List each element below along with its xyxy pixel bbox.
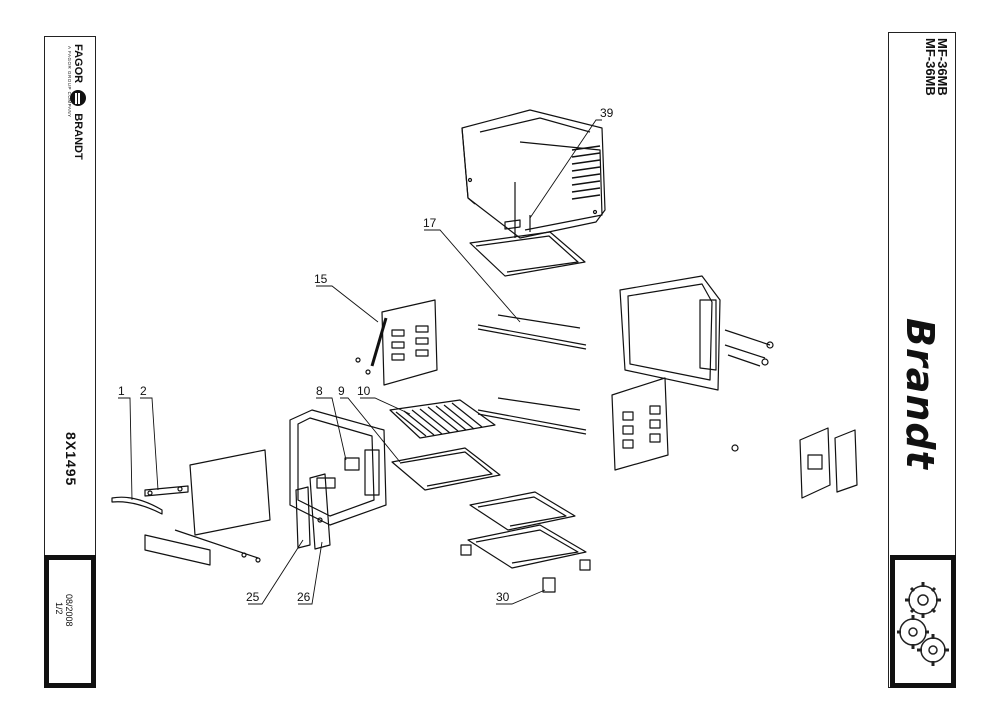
part-label-15: 15 <box>314 272 328 286</box>
door-bar-part <box>144 534 211 566</box>
side-panel-part <box>355 299 438 386</box>
gear-logo-box <box>890 555 956 688</box>
part-label-30: 30 <box>496 590 510 604</box>
top-cover-part <box>461 109 606 239</box>
top-plate-part <box>469 231 586 277</box>
wire-rack-part <box>389 399 496 439</box>
top-bracket-part <box>504 219 521 230</box>
foot-part <box>542 577 556 593</box>
part-label-25: 25 <box>246 590 260 604</box>
front-frame-part <box>289 409 387 526</box>
part-label-10: 10 <box>357 384 371 398</box>
small-panel-part <box>295 486 311 549</box>
part-label-39: 39 <box>600 106 614 120</box>
crumb-tray-part <box>469 491 576 531</box>
door-glass-part <box>189 449 271 536</box>
part-label-2: 2 <box>140 384 147 398</box>
handle-part <box>111 485 189 515</box>
part-label-1: 1 <box>118 384 125 398</box>
part-label-9: 9 <box>338 384 345 398</box>
part-label-17: 17 <box>423 216 437 230</box>
baking-tray-part <box>391 447 501 491</box>
rear-frame-part <box>619 275 774 391</box>
rear-side-panel-part <box>611 377 739 471</box>
heating-element-part <box>477 314 587 435</box>
part-label-8: 8 <box>316 384 323 398</box>
timer-module-part <box>799 427 858 499</box>
date-box <box>44 555 96 688</box>
gears-icon <box>897 582 949 666</box>
part-label-26: 26 <box>297 590 311 604</box>
control-strip-part <box>309 473 331 550</box>
base-plate-part <box>460 524 591 571</box>
